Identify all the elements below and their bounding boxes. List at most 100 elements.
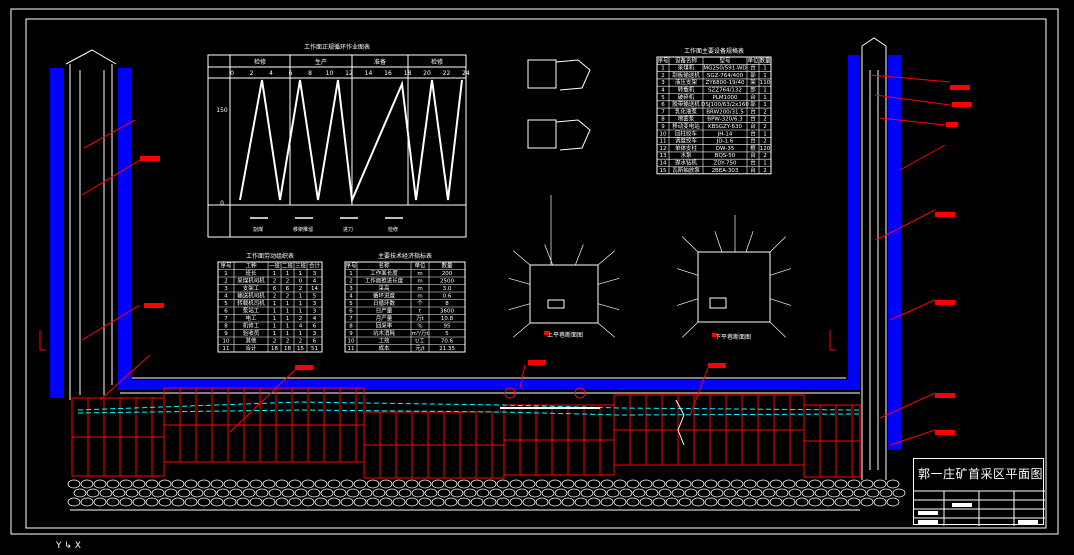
equipment-table-cell: 台 [750,115,756,123]
equipment-table-cell: DSJ100/63/2x160 [701,102,749,108]
title-block-grid [914,490,1045,526]
tech-table-cell: m [417,294,422,300]
tech-table-cell: 工作面长度 [370,269,398,277]
equipment-table-cell: JD-1.6 [716,139,734,145]
schedule-column-label: 准备 [374,58,386,66]
labor-table-cell: 2 [273,279,277,285]
lower-roadway [118,55,860,394]
labor-table-cell: 合计 [245,344,257,352]
equipment-table-cell: 2 [763,168,767,174]
labor-table-cell: 6 [224,309,228,315]
equipment-table-cell: 4 [661,88,665,94]
equipment-table-cell: 1 [763,161,767,167]
labor-table-cell: 其他 [245,337,257,345]
outer-border [10,8,1059,535]
labor-table-cell: 4 [224,294,228,300]
schedule-hour-tick: 2 [250,70,254,77]
schedule-hour-tick: 4 [269,70,273,77]
labor-table-cell: 18 [271,346,278,352]
equipment-table-cell: 采煤机 [678,64,695,72]
tech-table-cell: 95 [444,324,451,330]
labor-table-cell: 0 [299,279,303,285]
labor-table-cell: 2 [224,279,228,285]
tech-table-cell: 3.0 [443,286,452,292]
equipment-table-cell: 1 [763,95,767,101]
schedule-legend-item: 进刀 [343,226,353,233]
equipment-table-cell: 数量 [759,56,771,64]
tech-table-cell: 70.6 [441,339,454,345]
section-lower [697,251,771,323]
tech-table-cell: 11 [348,346,355,352]
equipment-table-cell: 序号 [657,56,669,64]
labor-table-cell: 输送机司机 [237,292,265,300]
labor-table-title: 工作面劳动组织表 [246,252,294,260]
labor-table-cell: 一班 [269,262,281,270]
equipment-table-cell: 架 [750,79,756,86]
labor-table-cell: 8 [224,324,228,330]
labor-table-cell: 1 [286,331,290,337]
tech-table-cell: 成本 [378,344,390,352]
equipment-table-cell: 12 [660,146,667,152]
labor-table-cell: 验收员 [243,329,260,337]
schedule-hour-tick: 10 [326,70,334,77]
labor-table-cell: 11 [223,346,230,352]
labor-table-cell: 工种 [245,262,257,270]
tech-table-cell: m³/万t [411,330,429,337]
title-block: 郭一庄矿首采区平面图 [913,458,1045,526]
equipment-table-cell: 探水钻机 [675,159,698,167]
equipment-table-cell: 台 [750,129,756,137]
equipment-table-cell: 2 [763,109,767,115]
labor-table-cell: 合计 [309,262,321,270]
section-upper-label: 上平巷断面图 [547,331,583,339]
section-upper [529,264,599,324]
equipment-table-cell: 15 [660,168,667,174]
equipment-table-cell: 2 [661,73,665,79]
equipment-table-cell: ZY6800-19/40 [706,80,745,86]
equipment-table-cell: 14 [660,161,667,167]
tech-table-cell: 8 [349,324,353,330]
equipment-table-cell: 台 [750,137,756,145]
tech-table-cell: 10 [348,339,355,345]
schedule-hour-tick: 8 [308,70,312,77]
tech-table-cell: 6 [349,309,353,315]
right-shaft [861,37,972,480]
tech-table-cell: 循环进度 [373,292,396,300]
equipment-table-cell: 2BEA-303 [712,168,739,174]
labor-table-cell: 2 [299,316,303,322]
tech-table-cell: 4 [349,294,353,300]
equipment-table-cell: 2 [763,124,767,130]
tech-table-cell: 2500 [440,279,454,285]
labor-table-cell: 5 [313,294,317,300]
tech-table-cell: t/工 [415,338,425,345]
labor-table-cell: 14 [311,286,318,292]
labor-table-cell: 1 [286,271,290,277]
schedule-hour-tick: 12 [345,70,353,77]
schedule-hour-tick: 6 [289,70,293,77]
equipment-table-cell: SGZ-764/400 [707,73,744,79]
equipment-table-cell: 1 [661,66,665,72]
schedule-hour-tick: 16 [384,70,392,77]
labor-table-cell: 2 [286,294,290,300]
schedule-chart-title: 工作面正规循环作业图表 [304,43,370,51]
labor-table-cell: 1 [299,301,303,307]
labor-table-cell: 序号 [220,262,232,270]
labor-table-cell: 班长 [245,269,257,277]
tech-table-cell: 日循环数 [373,299,396,307]
ucs-icon: Y ↳ X [56,541,81,551]
labor-table-cell: 3 [313,271,317,277]
schedule-legend-item: 移架推溜 [293,226,313,233]
labor-table-cell: 转载机司机 [237,299,265,307]
labor-table-cell: 3 [313,309,317,315]
equipment-table-cell: 调度绞车 [675,137,698,145]
tech-table-cell: 9 [349,331,353,337]
equipment-table-cell: 台 [750,151,756,159]
labor-table-cell: 51 [311,346,318,352]
equipment-table-cell: MG250/591-WD [703,66,746,72]
labor-table-cell: 4 [299,324,303,330]
tech-table-cell: 序号 [345,262,357,270]
labor-table-cell: 1 [286,309,290,315]
equipment-table-cell: 转载机 [678,86,695,94]
labor-table-cell: 1 [224,271,228,277]
equipment-table-cell: SZZ764/132 [708,88,742,94]
